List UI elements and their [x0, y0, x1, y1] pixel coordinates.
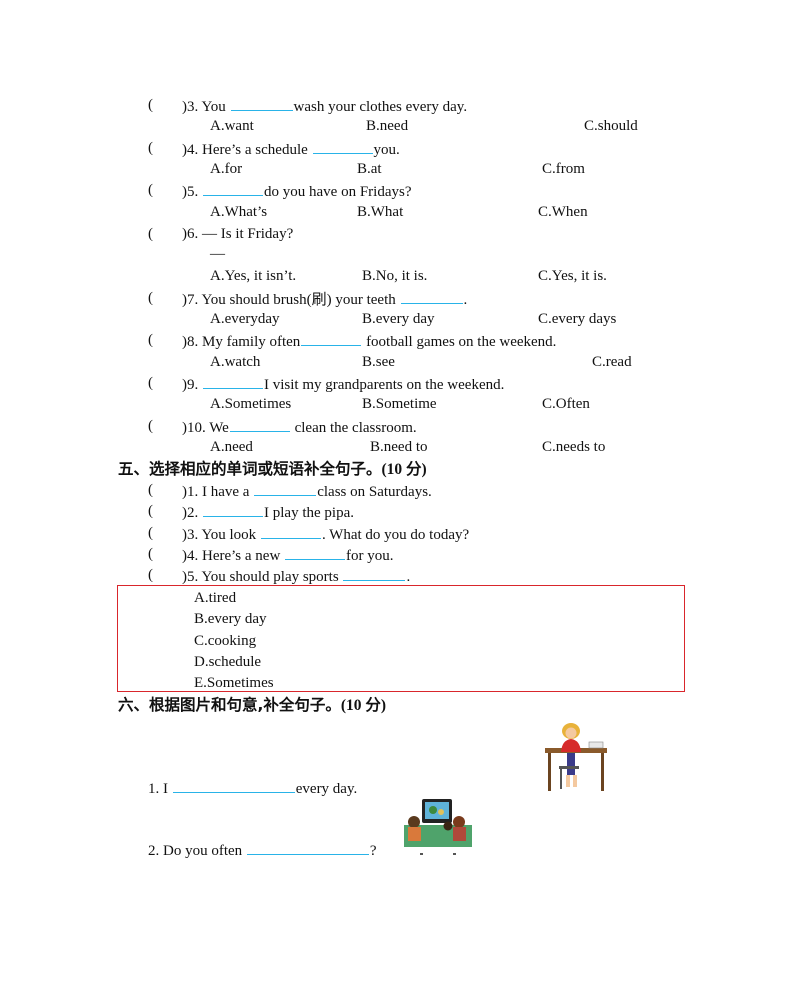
word-bank-option: A.tired	[194, 590, 237, 606]
option-c: C.When	[538, 204, 588, 220]
word-bank-option: C.cooking	[194, 633, 257, 649]
answer-paren[interactable]: (	[148, 226, 153, 242]
option-a: A.What’s	[210, 204, 268, 220]
option-c: C.needs to	[542, 439, 606, 455]
answer-paren[interactable]: (	[148, 567, 153, 583]
option-b: B.see	[362, 354, 395, 370]
option-c: C.Yes, it is.	[538, 268, 607, 284]
answer-paren[interactable]: (	[148, 375, 153, 391]
person-head	[408, 816, 420, 828]
question-stem: )4. Here’s a schedule you.	[182, 139, 400, 159]
option-a: A.for	[210, 161, 243, 177]
answer-blank[interactable]	[285, 545, 346, 560]
option-b: B.at	[357, 161, 382, 177]
question-stem: )3. You wash your clothes every day.	[182, 96, 467, 116]
answer-paren[interactable]: (	[148, 182, 153, 198]
section-title-part6: 六、根据图片和句意,补全句子。(10 分)	[118, 696, 387, 714]
option-c: C.read	[592, 354, 632, 370]
question-stem: )5. You should play sports .	[182, 566, 410, 586]
option-b: B.every day	[362, 311, 435, 327]
answer-blank[interactable]	[172, 778, 295, 793]
question-stem: )4. Here’s a new for you.	[182, 545, 394, 565]
answer-blank[interactable]	[254, 481, 317, 496]
answer-paren[interactable]: (	[148, 546, 153, 562]
question-stem: )6. — Is it Friday?	[182, 226, 294, 242]
option-b: B.What	[357, 204, 404, 220]
question-stem: )1. I have a class on Saturdays.	[182, 481, 432, 501]
answer-paren[interactable]: (	[148, 525, 153, 541]
option-a: A.want	[210, 118, 254, 134]
option-a: A.need	[210, 439, 253, 455]
question-stem: 1. I every day.	[148, 778, 357, 798]
answer-blank[interactable]	[312, 139, 373, 154]
answer-paren[interactable]: (	[148, 482, 153, 498]
option-a: A.everyday	[210, 311, 280, 327]
word-bank-option: E.Sometimes	[194, 675, 274, 691]
option-a: A.watch	[210, 354, 261, 370]
option-c: C.should	[584, 118, 638, 134]
word-bank-box: A.tired B.every day C.cooking D.schedule…	[117, 585, 685, 692]
chair	[559, 766, 579, 769]
answer-blank[interactable]	[246, 840, 369, 855]
answer-paren[interactable]: (	[148, 140, 153, 156]
word-bank-option: D.schedule	[194, 654, 262, 670]
answer-paren[interactable]: (	[148, 332, 153, 348]
option-b: B.No, it is.	[362, 268, 428, 284]
answer-paren[interactable]: (	[148, 290, 153, 306]
answer-blank[interactable]	[260, 524, 321, 539]
section-title-part5: 五、选择相应的单词或短语补全句子。(10 分)	[118, 460, 427, 478]
answer-blank[interactable]	[203, 502, 263, 517]
answer-blank[interactable]	[400, 289, 463, 304]
answer-blank[interactable]	[230, 96, 293, 111]
answer-paren[interactable]: (	[148, 97, 153, 113]
option-c: C.Often	[542, 396, 590, 412]
option-a: A.Yes, it isn’t.	[210, 268, 297, 284]
answer-paren[interactable]: (	[148, 418, 153, 434]
question-stem: )10. We clean the classroom.	[182, 417, 417, 437]
answer-blank[interactable]	[343, 566, 406, 581]
answer-dash[interactable]: —	[210, 246, 225, 262]
question-stem: )7. You should brush(刷) your teeth .	[182, 289, 467, 309]
option-a: A.Sometimes	[210, 396, 292, 412]
word-bank-option: B.every day	[194, 611, 267, 627]
question-stem: )8. My family often football games on th…	[182, 331, 556, 351]
family-watching-tv-picture	[404, 799, 472, 855]
question-stem: )2. I play the pipa.	[182, 502, 354, 522]
answer-blank[interactable]	[229, 417, 290, 432]
red-jacket	[561, 739, 581, 752]
option-c: C.from	[542, 161, 585, 177]
option-c: C.every days	[538, 311, 617, 327]
answer-blank[interactable]	[203, 181, 263, 196]
question-stem: 2. Do you often ?	[148, 840, 377, 860]
question-stem: )5. do you have on Fridays?	[182, 181, 411, 201]
question-stem: )9. I visit my grandparents on the weeke…	[182, 374, 504, 394]
option-b: B.need to	[370, 439, 428, 455]
papers	[588, 741, 604, 749]
answer-blank[interactable]	[301, 331, 362, 346]
option-b: B.Sometime	[362, 396, 437, 412]
option-b: B.need	[366, 118, 409, 134]
answer-paren[interactable]: (	[148, 503, 153, 519]
person-head	[453, 816, 465, 828]
question-stem: )3. You look . What do you do today?	[182, 524, 469, 544]
answer-blank[interactable]	[203, 374, 263, 389]
woman-at-desk-picture	[545, 723, 607, 791]
